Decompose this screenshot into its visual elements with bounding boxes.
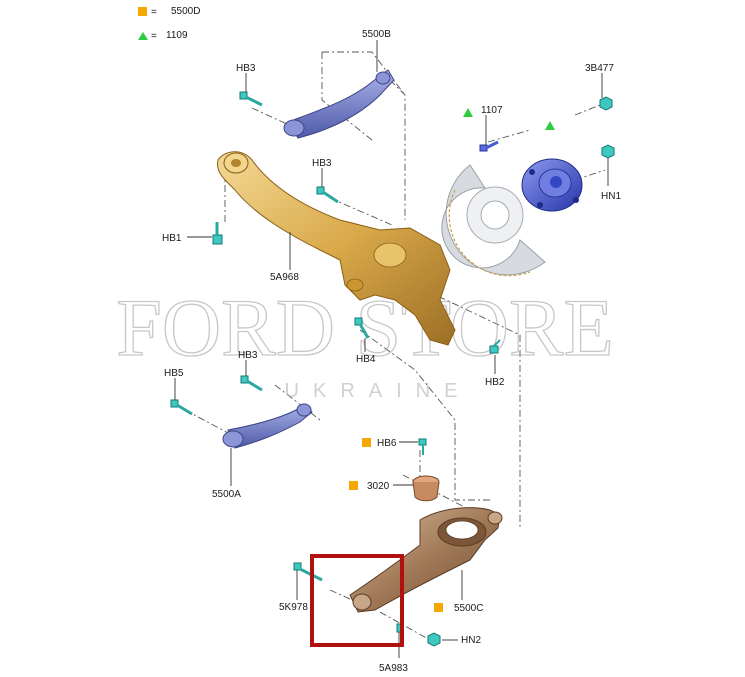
bolt-hb3-low-icon xyxy=(240,375,263,392)
lower-front-arm xyxy=(222,403,313,449)
label-hb6: HB6 xyxy=(377,438,397,449)
part-labels: 5500B HB3 3B477 1107 HB3 HN1 HB1 5A968 H… xyxy=(162,29,621,674)
legend: = 5500D = 1109 xyxy=(138,6,200,42)
5500c-square-icon xyxy=(434,603,443,612)
label-hb3-low: HB3 xyxy=(238,350,258,361)
legend-triangle-icon xyxy=(138,32,148,40)
label-hb1: HB1 xyxy=(162,233,182,244)
nut-hn1-icon xyxy=(601,144,615,159)
label-3b477: 3B477 xyxy=(585,63,614,74)
watermark-country: UKRAINE xyxy=(285,380,472,402)
hub-triangle-icon xyxy=(545,121,555,130)
label-hb3-top: HB3 xyxy=(236,63,256,74)
label-1107: 1107 xyxy=(481,105,503,116)
bushing-square-icon xyxy=(349,481,358,490)
label-upper-arm: 5500B xyxy=(362,29,391,40)
bolt-1107-icon xyxy=(479,140,499,152)
bolt-1107-triangle-icon xyxy=(463,108,473,117)
leader-lines xyxy=(174,40,609,658)
label-hb2: HB2 xyxy=(485,377,505,388)
bolt-5k978-icon xyxy=(293,562,323,582)
spring-seat-bushing xyxy=(412,475,440,502)
label-hb5: HB5 xyxy=(164,368,184,379)
label-5a983: 5A983 xyxy=(379,663,408,674)
hb6-square-icon xyxy=(362,438,371,447)
upper-control-arm xyxy=(283,69,395,139)
nut-3b477-icon xyxy=(599,96,613,111)
watermark: FORD STORE UKRAINE xyxy=(116,281,615,402)
wheel-hub xyxy=(521,158,583,212)
bolt-hb3-top-icon xyxy=(239,91,263,107)
label-lower-rear-arm: 5500C xyxy=(454,603,483,614)
bolt-hb1-icon xyxy=(212,222,223,245)
label-5k978: 5K978 xyxy=(279,602,308,613)
bolt-hb5-icon xyxy=(170,399,193,416)
label-3020: 3020 xyxy=(367,481,390,492)
brake-dust-shield xyxy=(441,164,546,277)
label-trailing-arm: 5A968 xyxy=(270,272,299,283)
legend-square-symbol: = xyxy=(151,7,157,18)
highlight-box[interactable] xyxy=(310,554,404,647)
label-hn1: HN1 xyxy=(601,191,621,202)
legend-square-icon xyxy=(138,7,147,16)
fasteners xyxy=(170,91,615,647)
label-hb4: HB4 xyxy=(356,354,376,365)
label-hn2: HN2 xyxy=(461,635,481,646)
label-hb3-mid: HB3 xyxy=(312,158,332,169)
bolt-hb2-icon xyxy=(489,339,501,354)
legend-triangle-symbol: = xyxy=(151,31,157,42)
legend-square-code: 5500D xyxy=(171,6,200,17)
nut-hn2-icon xyxy=(427,632,441,647)
bolt-hb6-icon xyxy=(418,438,427,455)
bolt-hb3-mid-icon xyxy=(316,186,339,204)
trailing-arm-knuckle xyxy=(216,151,456,346)
lower-rear-arm xyxy=(349,507,503,613)
bolt-hb4-icon xyxy=(354,317,370,339)
legend-triangle-code: 1109 xyxy=(166,30,188,41)
label-lower-front-arm: 5500A xyxy=(212,489,241,500)
